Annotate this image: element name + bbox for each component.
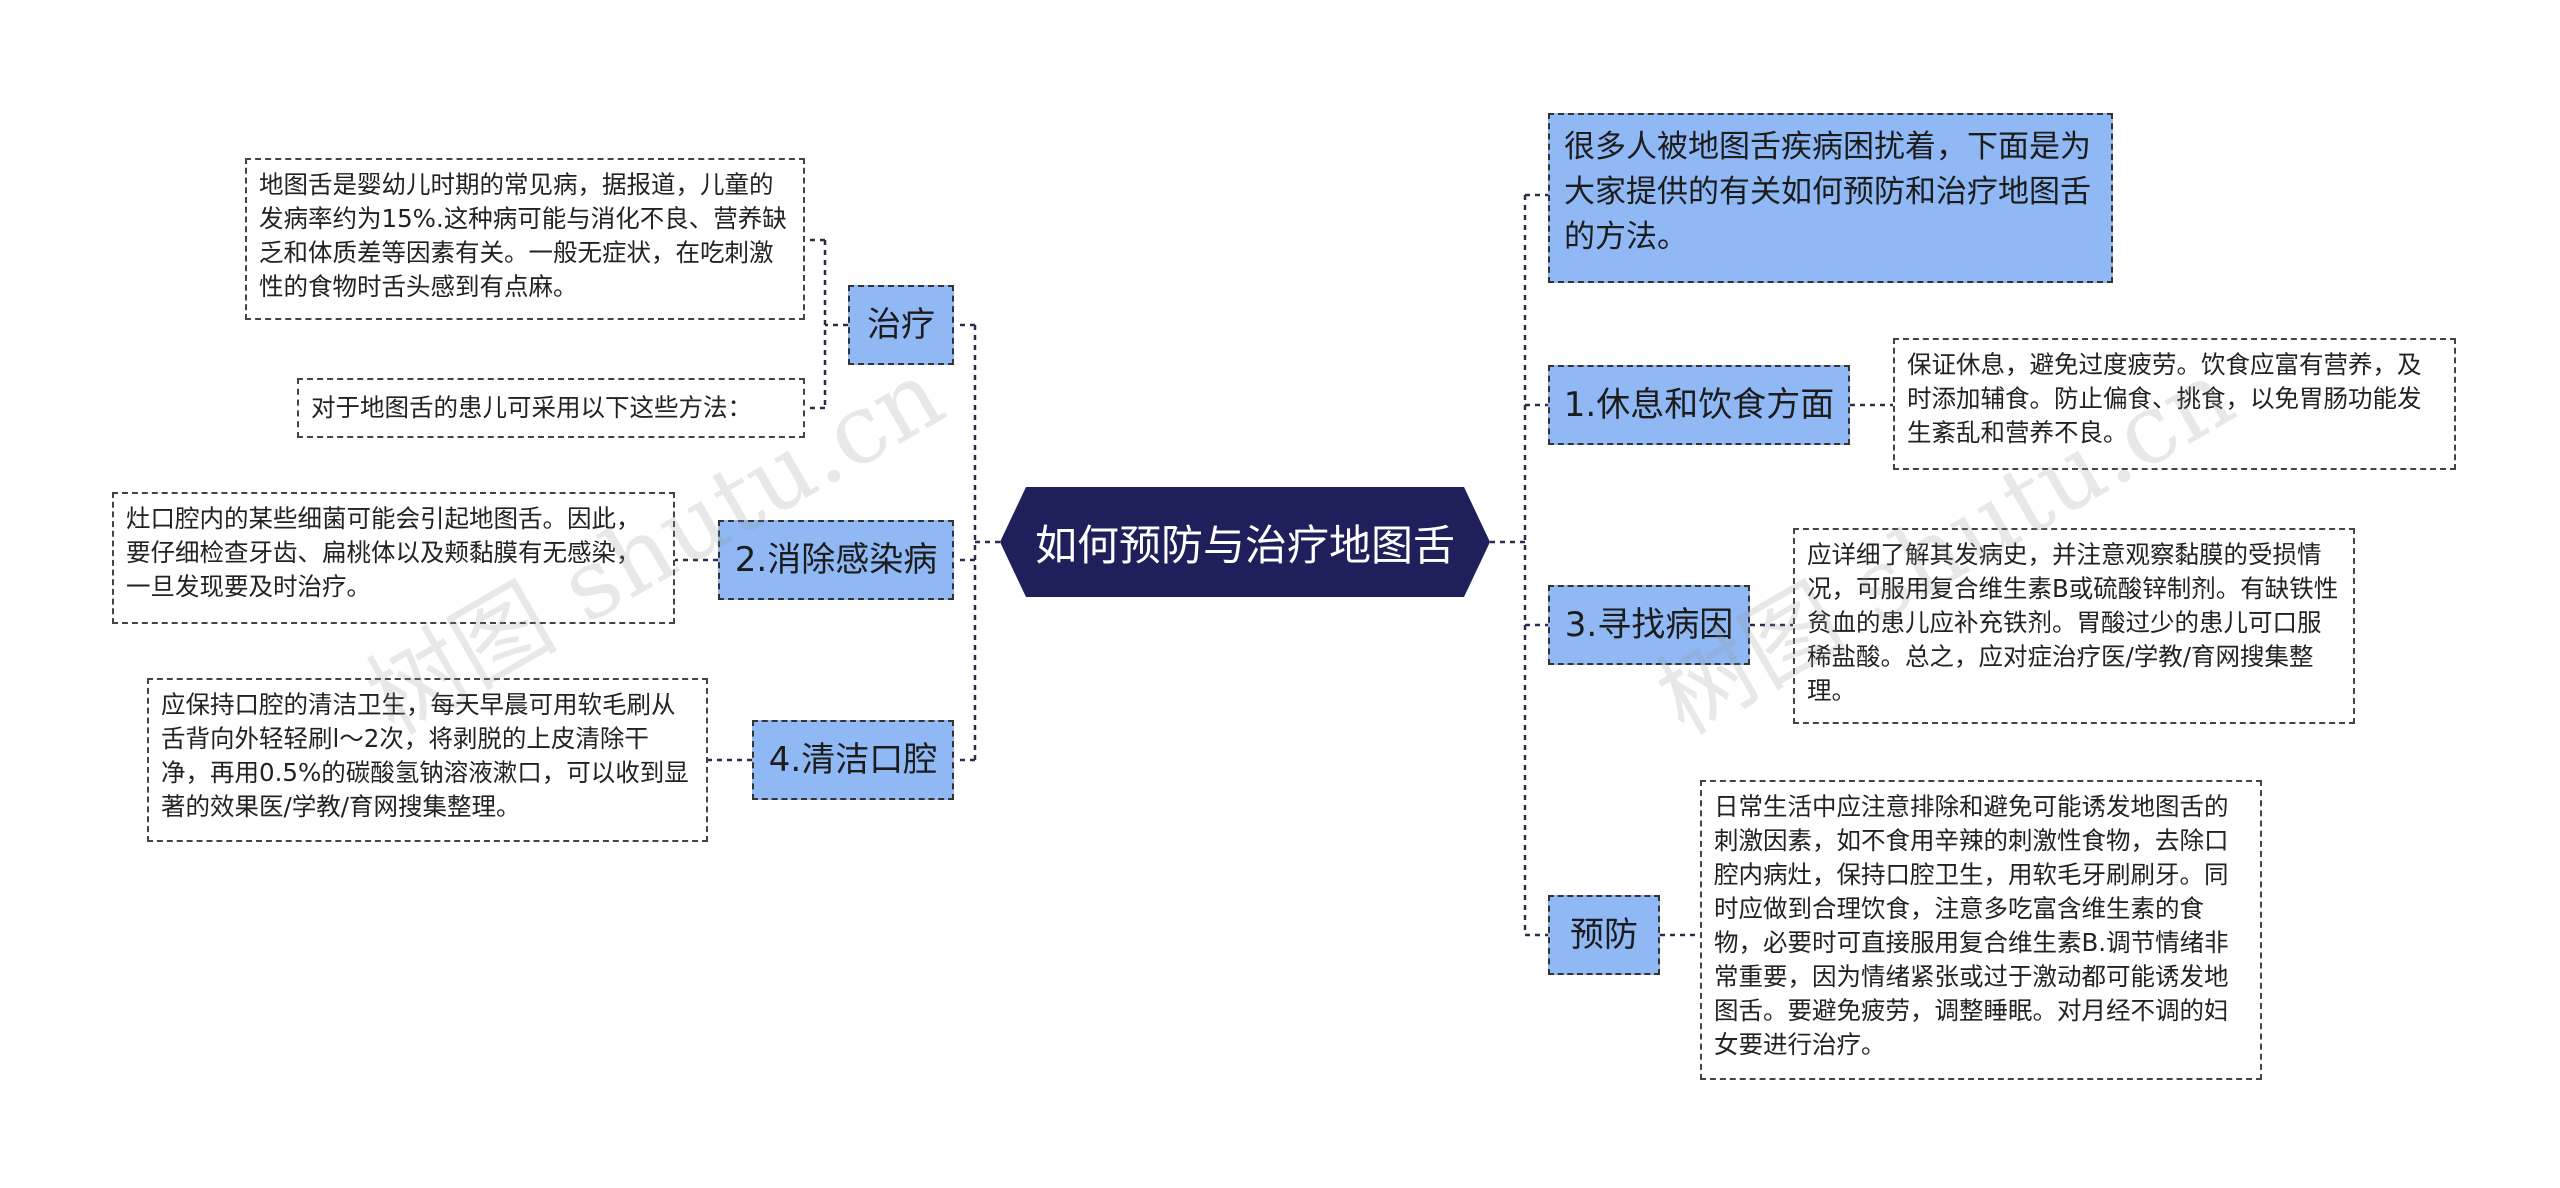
leaf-treatment-overview-text: 地图舌是婴幼儿时期的常见病，据报道，儿童的发病率约为15%.这种病可能与消化不良… [259,170,787,301]
branch-rest-diet-label: 1.休息和饮食方面 [1563,385,1835,425]
leaf-rest-diet-text: 保证休息，避免过度疲劳。饮食应富有营养，及时添加辅食。防止偏食、挑食，以免胃肠功… [1907,350,2422,447]
branch-rest-diet[interactable]: 1.休息和饮食方面 [1548,365,1850,445]
central-topic-label: 如何预防与治疗地图舌 [1034,520,1455,570]
intro-topic-text: 很多人被地图舌疾病困扰着，下面是为大家提供的有关如何预防和治疗地图舌的方法。 [1564,129,2091,255]
branch-prevention[interactable]: 预防 [1548,895,1660,975]
branch-find-cause-label: 3.寻找病因 [1564,605,1734,645]
leaf-infection: 灶口腔内的某些细菌可能会引起地图舌。因此，要仔细检查牙齿、扁桃体以及颊黏膜有无感… [112,492,675,624]
leaf-prevention: 日常生活中应注意排除和避免可能诱发地图舌的刺激因素，如不食用辛辣的刺激性食物，去… [1700,780,2262,1080]
branch-clean-mouth[interactable]: 4.清洁口腔 [752,720,954,800]
branch-clean-mouth-label: 4.清洁口腔 [768,740,938,780]
leaf-clean-mouth: 应保持口腔的清洁卫生，每天早晨可用软毛刷从舌背向外轻轻刷l～2次，将剥脱的上皮清… [147,678,708,842]
branch-treatment-label: 治疗 [867,305,935,345]
branch-prevention-label: 预防 [1570,915,1638,955]
branch-find-cause[interactable]: 3.寻找病因 [1548,585,1750,665]
leaf-find-cause: 应详细了解其发病史，并注意观察黏膜的受损情况，可服用复合维生素B或硫酸锌制剂。有… [1793,528,2355,724]
leaf-clean-mouth-text: 应保持口腔的清洁卫生，每天早晨可用软毛刷从舌背向外轻轻刷l～2次，将剥脱的上皮清… [161,690,689,821]
leaf-prevention-text: 日常生活中应注意排除和避免可能诱发地图舌的刺激因素，如不食用辛辣的刺激性食物，去… [1714,792,2229,1059]
leaf-treatment-overview: 地图舌是婴幼儿时期的常见病，据报道，儿童的发病率约为15%.这种病可能与消化不良… [245,158,805,320]
branch-infection-label: 2.消除感染病 [734,540,938,580]
central-topic[interactable]: 如何预防与治疗地图舌 [1000,487,1490,597]
leaf-find-cause-text: 应详细了解其发病史，并注意观察黏膜的受损情况，可服用复合维生素B或硫酸锌制剂。有… [1807,540,2339,705]
leaf-treatment-methods-text: 对于地图舌的患儿可采用以下这些方法： [311,393,752,422]
intro-topic[interactable]: 很多人被地图舌疾病困扰着，下面是为大家提供的有关如何预防和治疗地图舌的方法。 [1548,113,2113,283]
leaf-rest-diet: 保证休息，避免过度疲劳。饮食应富有营养，及时添加辅食。防止偏食、挑食，以免胃肠功… [1893,338,2456,470]
branch-infection[interactable]: 2.消除感染病 [718,520,954,600]
leaf-treatment-methods: 对于地图舌的患儿可采用以下这些方法： [297,378,805,438]
branch-treatment[interactable]: 治疗 [848,285,954,365]
leaf-infection-text: 灶口腔内的某些细菌可能会引起地图舌。因此，要仔细检查牙齿、扁桃体以及颊黏膜有无感… [126,504,641,601]
